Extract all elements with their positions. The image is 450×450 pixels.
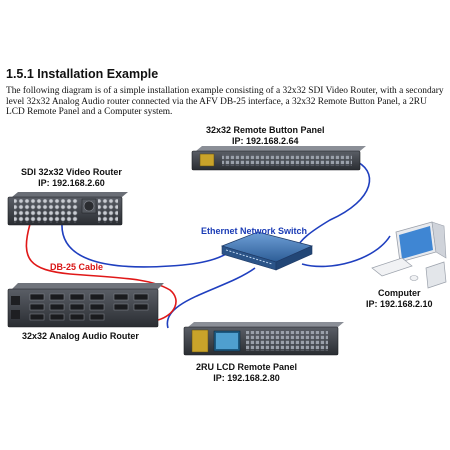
computer-ip: IP: 192.168.2.10: [366, 299, 433, 309]
intro-paragraph: The following diagram is of a simple ins…: [6, 86, 444, 118]
video-router-icon: [7, 192, 128, 226]
cable-button-panel: [296, 159, 371, 249]
computer-icon: [371, 221, 447, 289]
lcd-remote-panel-icon: [183, 322, 344, 356]
computer-label: Computer IP: 192.168.2.10: [366, 288, 433, 310]
cable-video-router: [61, 222, 233, 268]
video-router-name: SDI 32x32 Video Router: [21, 167, 122, 177]
lcd-panel-ip: IP: 192.168.2.80: [213, 373, 280, 383]
remote-button-panel-label: 32x32 Remote Button Panel IP: 192.168.2.…: [206, 125, 325, 147]
audio-router-icon: [7, 283, 164, 328]
video-router-ip: IP: 192.168.2.60: [38, 178, 105, 188]
computer-name: Computer: [378, 288, 421, 298]
network-switch-icon: [220, 231, 314, 271]
remote-button-panel-ip: IP: 192.168.2.64: [231, 136, 299, 146]
db25-cable: [25, 223, 177, 321]
cable-computer: [301, 235, 391, 268]
cable-lcd-panel: [166, 267, 256, 329]
remote-button-panel-icon: [191, 146, 366, 171]
video-router-label: SDI 32x32 Video Router IP: 192.168.2.60: [21, 167, 122, 189]
audio-router-label: 32x32 Analog Audio Router: [22, 331, 139, 341]
lcd-panel-label: 2RU LCD Remote Panel IP: 192.168.2.80: [196, 362, 297, 384]
lcd-panel-name: 2RU LCD Remote Panel: [196, 362, 298, 372]
remote-button-panel-name: 32x32 Remote Button Panel: [206, 125, 325, 135]
db25-cable-label: DB-25 Cable: [50, 262, 104, 272]
section-heading: 1.5.1 Installation Example: [6, 67, 159, 81]
ethernet-cables: [61, 159, 391, 329]
switch-label: Ethernet Network Switch: [201, 226, 308, 236]
